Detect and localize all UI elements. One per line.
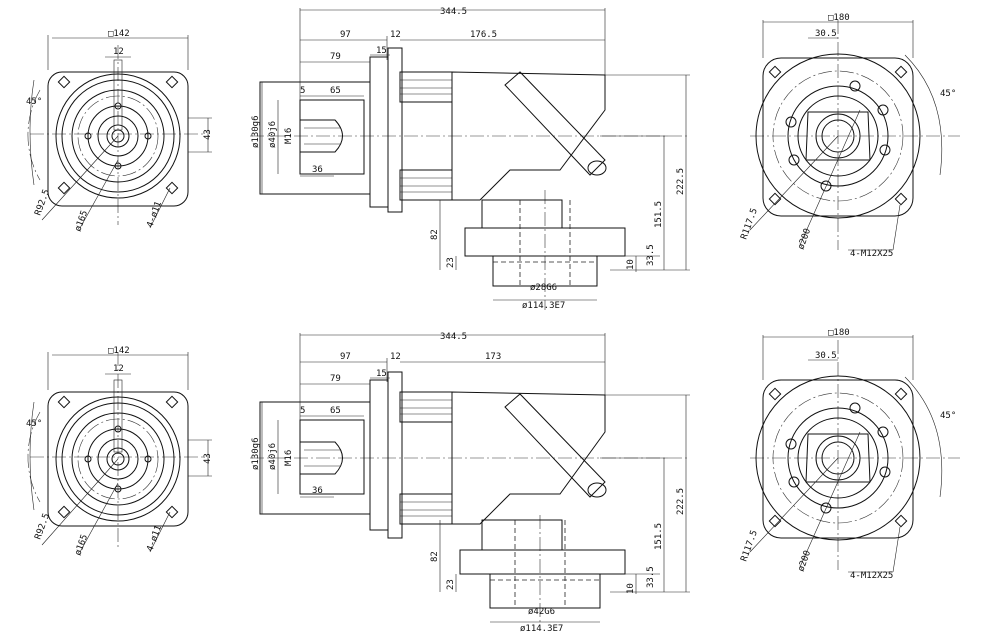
side-d33-5-dim: 33.5 — [646, 244, 656, 266]
side-d10-dim: 10 — [626, 259, 636, 270]
side-d82-dim: 82 — [430, 551, 440, 562]
rear-offset-dim: 30.5 — [815, 351, 837, 361]
front-side-dim: 43 — [203, 453, 213, 464]
side-flange-dia-dim: ø130g6 — [251, 437, 261, 470]
rear-taps-dim: 4-M12X25 — [850, 571, 893, 581]
side-d15-dim: 15 — [376, 369, 387, 379]
side-right-length-dim: 176.5 — [470, 30, 497, 40]
side-d5-dim: 5 — [300, 86, 305, 96]
front-view-1: □142 12 45° 43 R92.5 ø165 4-ø11 — [26, 29, 213, 233]
side-height-mid-dim: 151.5 — [654, 523, 664, 550]
front-pilot-dim: ø165 — [73, 209, 90, 233]
side-d36-dim: 36 — [312, 486, 323, 496]
side-d65-dim: 65 — [330, 406, 341, 416]
side-spigot-dim: ø114.3E7 — [522, 301, 565, 311]
rear-angle-dim: 45° — [940, 411, 956, 421]
side-height-total-dim: 222.5 — [676, 488, 686, 515]
rear-radius-dim: R117.5 — [739, 529, 760, 563]
side-d15-dim: 15 — [376, 46, 387, 56]
rear-offset-dim: 30.5 — [815, 29, 837, 39]
side-shaft-dia-dim: ø40j6 — [268, 443, 278, 470]
rear-taps-dim: 4-M12X25 — [850, 249, 893, 259]
side-view-2: 344.5 97 12 173 79 15 65 5 36 ø130g6 ø40… — [250, 332, 690, 634]
front-square-dim: □142 — [108, 346, 130, 356]
front-key-width-dim: 12 — [113, 364, 124, 374]
side-d12-dim: 12 — [390, 30, 401, 40]
side-d97-dim: 97 — [340, 30, 351, 40]
side-total-length-dim: 344.5 — [440, 332, 467, 342]
side-d23-dim: 23 — [446, 579, 456, 590]
front-holes-dim: 4-ø11 — [145, 524, 164, 553]
side-right-length-dim: 173 — [485, 352, 501, 362]
side-d79-dim: 79 — [330, 52, 341, 62]
side-height-mid-dim: 151.5 — [654, 201, 664, 228]
side-flange-dia-dim: ø130g6 — [251, 115, 261, 148]
side-d23-dim: 23 — [446, 257, 456, 268]
rear-view-1: □180 30.5 45° R117.5 ø200 4-M12X25 — [739, 13, 960, 259]
side-bore-dim: ø42G6 — [528, 607, 555, 617]
drawing-set-1: □142 12 45° 43 R92.5 ø165 4-ø11 — [26, 7, 960, 311]
side-thread-dim: M16 — [284, 450, 294, 466]
rear-square-dim: □180 — [828, 328, 850, 338]
front-angle-dim: 45° — [26, 97, 42, 107]
side-thread-dim: M16 — [284, 128, 294, 144]
side-d5-dim: 5 — [300, 406, 305, 416]
front-bolt-circle-dim: R92.5 — [33, 188, 52, 217]
side-height-total-dim: 222.5 — [676, 168, 686, 195]
side-view-1: 344.5 97 12 176.5 79 15 65 5 36 ø130g6 ø… — [250, 7, 690, 311]
front-key-width-dim: 12 — [113, 47, 124, 57]
front-side-dim: 43 — [203, 129, 213, 140]
side-bore-dim: ø28G6 — [530, 283, 557, 293]
drawing-set-2: □142 12 45° 43 R92.5 ø165 4-ø11 — [26, 328, 960, 634]
front-holes-dim: 4-ø11 — [145, 200, 164, 229]
side-shaft-dia-dim: ø40j6 — [268, 121, 278, 148]
side-d12-dim: 12 — [390, 352, 401, 362]
side-spigot-dim: ø114.3E7 — [520, 624, 563, 634]
front-angle-dim: 45° — [26, 419, 42, 429]
side-total-length-dim: 344.5 — [440, 7, 467, 17]
front-view-2: □142 12 45° 43 R92.5 ø165 4-ø11 — [26, 346, 213, 557]
side-d10-dim: 10 — [626, 583, 636, 594]
rear-view-2: □180 30.5 45° R117.5 ø200 4-M12X25 — [739, 328, 960, 581]
rear-pcd-dim: ø200 — [796, 227, 813, 251]
front-square-dim: □142 — [108, 29, 130, 39]
rear-pcd-dim: ø200 — [796, 549, 813, 573]
side-d79-dim: 79 — [330, 374, 341, 384]
rear-square-dim: □180 — [828, 13, 850, 23]
side-d33-5-dim: 33.5 — [646, 566, 656, 588]
side-d36-dim: 36 — [312, 165, 323, 175]
rear-angle-dim: 45° — [940, 89, 956, 99]
rear-radius-dim: R117.5 — [739, 207, 760, 241]
side-d97-dim: 97 — [340, 352, 351, 362]
front-pilot-dim: ø165 — [73, 533, 90, 557]
side-d82-dim: 82 — [430, 229, 440, 240]
side-d65-dim: 65 — [330, 86, 341, 96]
